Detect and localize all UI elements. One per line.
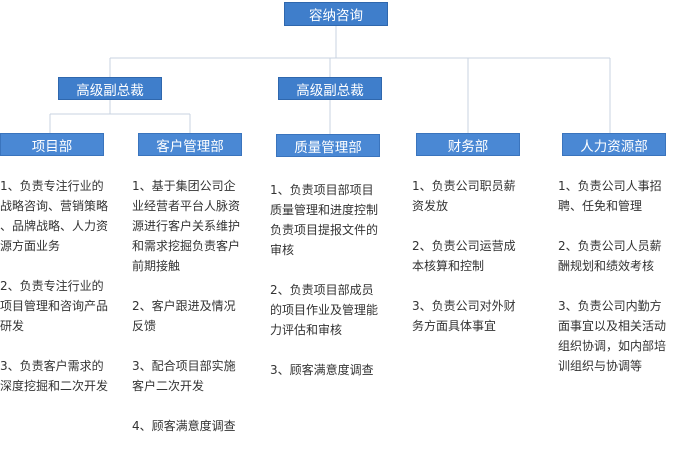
dept-label: 人力资源部 bbox=[580, 138, 648, 155]
dept-label: 质量管理部 bbox=[294, 139, 362, 156]
duty-item: 2、负责公司运营成 本核算和控制 bbox=[412, 239, 516, 273]
vp-label: 高级副总裁 bbox=[296, 82, 364, 99]
duty-item: 1、负责公司职员薪 资发放 bbox=[412, 179, 516, 213]
duty-item: 2、负责专注行业的 项目管理和咨询产品 研发 bbox=[0, 279, 109, 333]
dept-label: 客户管理部 bbox=[156, 138, 224, 155]
quality-management-duties: 1、负责项目部项目 质量管理和进度控制 负责项目提报文件的 审核 2、负责项目部… bbox=[270, 180, 394, 400]
duty-item: 4、顾客满意度调查 bbox=[132, 419, 236, 433]
dept-label: 项目部 bbox=[31, 138, 73, 155]
dept-quality-management: 质量管理部 bbox=[276, 134, 380, 157]
duty-item: 1、负责专注行业的 战略咨询、营销策略 、品牌战略、人力资 源方面业务 bbox=[0, 179, 109, 253]
duty-item: 3、顾客满意度调查 bbox=[270, 363, 374, 377]
project-duties: 1、负责专注行业的 战略咨询、营销策略 、品牌战略、人力资 源方面业务 2、负责… bbox=[0, 176, 118, 416]
duty-item: 2、负责项目部成员 的项目作业及管理能 力评估和审核 bbox=[270, 283, 379, 337]
duty-item: 3、负责公司对外财 务方面具体事宜 bbox=[412, 299, 516, 333]
duty-item: 1、基于集团公司企 业经营者平台人脉资 源进行客户关系维护 和需求挖掘负责客户 … bbox=[132, 179, 241, 273]
vp-label: 高级副总裁 bbox=[76, 82, 144, 99]
vp-node-2: 高级副总裁 bbox=[278, 77, 382, 100]
duty-item: 1、负责公司人事招 聘、任免和管理 bbox=[558, 179, 662, 213]
human-resources-duties: 1、负责公司人事招 聘、任免和管理 2、负责公司人员薪 酬规划和绩效考核 3、负… bbox=[558, 176, 672, 396]
finance-duties: 1、负责公司职员薪 资发放 2、负责公司运营成 本核算和控制 3、负责公司对外财… bbox=[412, 176, 532, 356]
connector-lines bbox=[49, 26, 611, 134]
duty-item: 3、配合项目部实施 客户二次开发 bbox=[132, 359, 236, 393]
dept-project: 项目部 bbox=[0, 133, 104, 156]
root-node: 容纳咨询 bbox=[284, 2, 388, 26]
root-label: 容纳咨询 bbox=[309, 8, 363, 24]
duty-item: 2、客户跟进及情况 反馈 bbox=[132, 299, 236, 333]
dept-human-resources: 人力资源部 bbox=[562, 133, 666, 156]
customer-management-duties: 1、基于集团公司企 业经营者平台人脉资 源进行客户关系维护 和需求挖掘负责客户 … bbox=[132, 176, 252, 456]
dept-customer-management: 客户管理部 bbox=[138, 133, 242, 156]
duty-item: 2、负责公司人员薪 酬规划和绩效考核 bbox=[558, 239, 662, 273]
duty-item: 1、负责项目部项目 质量管理和进度控制 负责项目提报文件的 审核 bbox=[270, 183, 379, 257]
dept-label: 财务部 bbox=[447, 138, 489, 155]
duty-item: 3、负责公司内勤方 面事宜以及相关活动 组织协调，如内部培 训组织与协调等 bbox=[558, 299, 667, 373]
vp-node-1: 高级副总裁 bbox=[58, 77, 162, 100]
duty-item: 3、负责客户需求的 深度挖掘和二次开发 bbox=[0, 359, 109, 393]
dept-finance: 财务部 bbox=[416, 133, 520, 156]
